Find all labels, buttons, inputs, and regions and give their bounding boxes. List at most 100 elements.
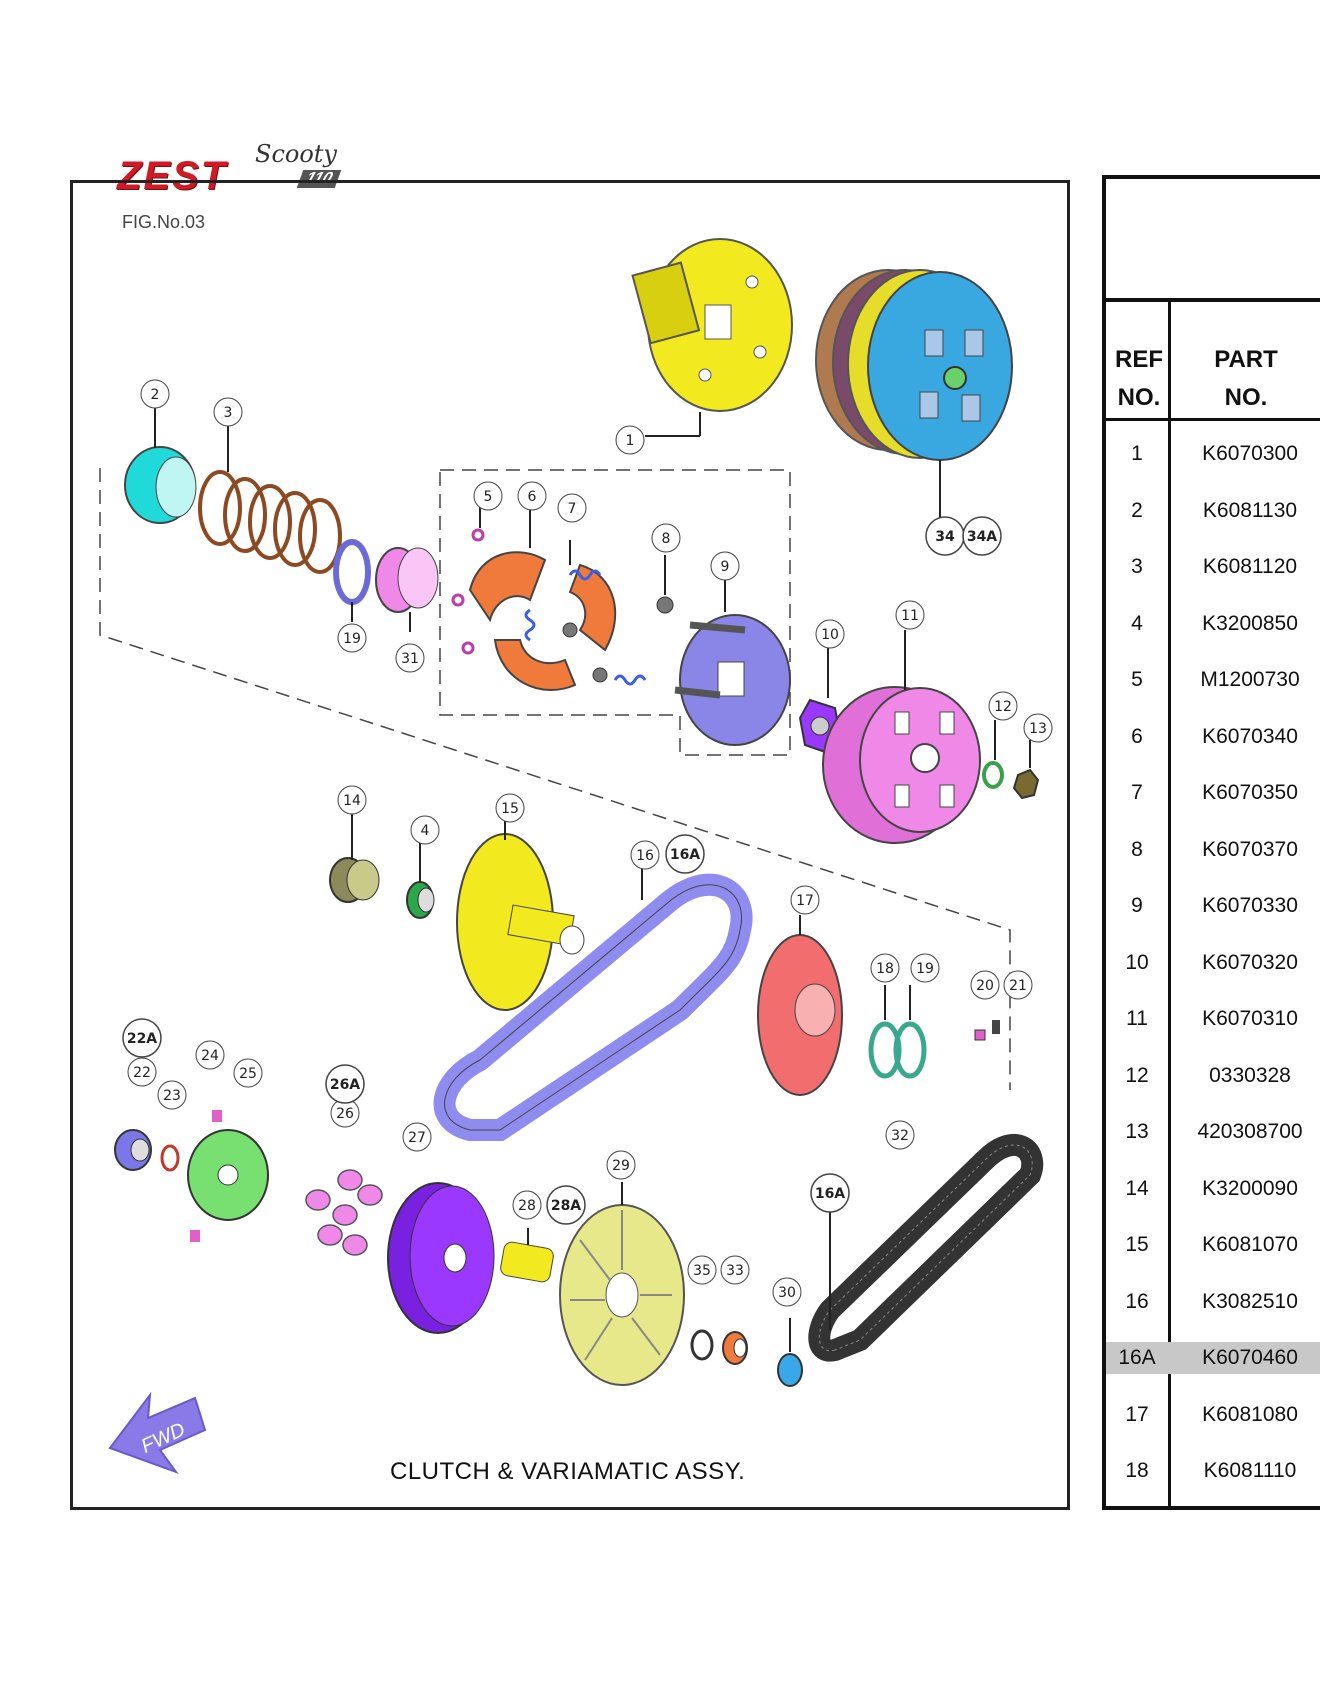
washer-part-12	[982, 720, 1004, 789]
table-row: 10 K6070320	[1106, 947, 1320, 979]
figure-number: FIG.No.03	[122, 212, 206, 232]
parts-table	[1102, 175, 1320, 1510]
ref-no-cell: 5	[1131, 668, 1143, 691]
callout-circle	[606, 1150, 636, 1180]
callout-label: 30	[778, 1285, 796, 1301]
callout-circle	[772, 1277, 802, 1307]
table-row: 3 K6081120	[1106, 551, 1320, 583]
callout-label: 17	[796, 893, 814, 909]
part-no-cell: K6081070	[1202, 1233, 1298, 1256]
ref-no-cell: 3	[1131, 555, 1143, 578]
bearing-part-22	[114, 1129, 152, 1171]
callout-circle	[687, 1255, 717, 1285]
part-no-cell: K6081130	[1202, 498, 1298, 522]
bush-part-28	[500, 1228, 554, 1283]
part-no-cell: K6070310	[1202, 1007, 1298, 1030]
ref-no-cell: 6	[1131, 724, 1143, 748]
clutch-shoes-part-6	[468, 500, 617, 691]
part-no-cell: K6081120	[1202, 555, 1298, 578]
callout-circle	[870, 953, 900, 983]
oil-seal-part-4	[406, 838, 435, 919]
callout-label: 11	[901, 608, 919, 624]
callout-label: 28A	[551, 1198, 581, 1214]
callout-label: 34A	[967, 529, 997, 545]
part-no-cell: K6070460	[1202, 1346, 1298, 1369]
cooling-fan-part-29	[559, 1182, 685, 1386]
clip-part-5	[451, 505, 485, 655]
ref-no-cell: 15	[1125, 1233, 1149, 1256]
callout-label: 19	[916, 961, 934, 977]
fixed-pulley-part-15	[456, 820, 585, 1011]
part-no-cell: K6070320	[1202, 950, 1298, 974]
part-no-cell: K6070370	[1202, 837, 1298, 861]
callout-circle	[233, 1058, 263, 1088]
callout-label: 32	[891, 1128, 909, 1144]
logo-zest-text: ZEST	[117, 154, 228, 198]
callout-circle	[988, 691, 1018, 721]
nut-part-13	[1012, 740, 1040, 800]
part-no-cell: K6070340	[1202, 724, 1298, 748]
clutch-assembly-part-34	[815, 269, 1013, 520]
callout-label: 2	[151, 387, 160, 403]
callout-label: 24	[201, 1048, 219, 1064]
o-rings-part-18-19	[868, 985, 927, 1079]
callout-label: 27	[408, 1130, 426, 1146]
drive-plate-part-9	[674, 580, 791, 746]
part-no-cell: M1200730	[1200, 668, 1300, 691]
diagram-frame	[70, 180, 1070, 1510]
callout-circle	[710, 551, 740, 581]
callout-circle	[1023, 713, 1053, 743]
callout-label: 9	[721, 559, 730, 575]
callout-label: 12	[994, 699, 1012, 715]
callout-label: 18	[876, 961, 894, 977]
washer-part-35	[690, 1329, 714, 1361]
callout-circle	[512, 1190, 542, 1220]
table-header-divider	[1102, 418, 1320, 421]
drive-belt-part-16A	[808, 1134, 1044, 1362]
callout-label: 8	[662, 531, 671, 547]
springs-part-7	[524, 540, 647, 686]
ref-no-cell: 9	[1131, 894, 1143, 917]
ref-no-cell: 16A	[1118, 1346, 1156, 1369]
collar-part-2	[124, 408, 197, 524]
spring-part-3	[198, 425, 342, 574]
callout-circle	[517, 481, 547, 511]
ref-no-cell: 12	[1125, 1063, 1149, 1087]
ref-no-header-2: NO.	[1117, 384, 1161, 411]
callout-label: 22A	[127, 1031, 157, 1047]
part-no-cell: 0330328	[1209, 1063, 1291, 1087]
callout-label: 7	[568, 501, 577, 517]
callout-label: 23	[163, 1088, 181, 1104]
callout-label: 16A	[670, 847, 700, 863]
movable-pulley-part-27	[387, 1182, 495, 1334]
washer-part-8	[562, 555, 674, 683]
callout-circle	[337, 785, 367, 815]
callout-circle	[630, 840, 660, 870]
table-divider	[1102, 298, 1320, 302]
spacer-part-33	[722, 1331, 748, 1365]
ref-no-cell: 11	[1126, 1007, 1148, 1030]
callout-label: 21	[1009, 978, 1027, 994]
ref-no-cell: 18	[1125, 1459, 1149, 1482]
callout-circle	[885, 1120, 915, 1150]
table-row: 16A K6070460	[1106, 1342, 1320, 1374]
callout-circle	[665, 834, 705, 874]
callout-circle	[140, 379, 170, 409]
ref-no-cell: 10	[1125, 950, 1149, 974]
callout-label: 15	[501, 801, 519, 817]
movable-face-part-17	[757, 915, 843, 1096]
ref-no-cell: 2	[1131, 498, 1143, 522]
callout-circle	[122, 1018, 162, 1058]
callout-label: 34	[935, 529, 955, 545]
callout-label: 26	[336, 1106, 354, 1122]
callout-label: 16	[636, 848, 654, 864]
callout-circle	[615, 425, 645, 455]
